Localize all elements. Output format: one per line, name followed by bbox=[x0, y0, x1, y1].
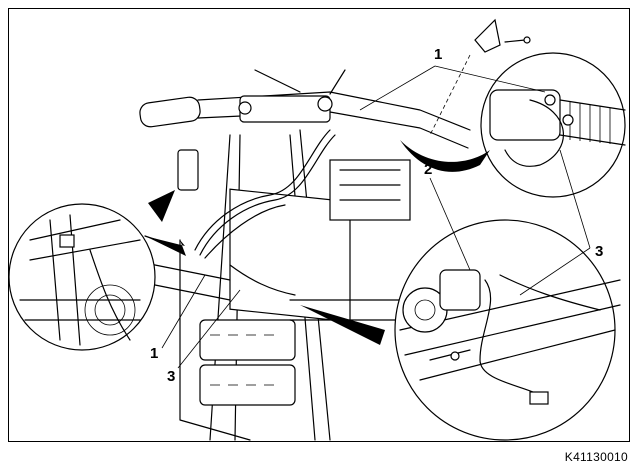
figure-id-code: K41130010 bbox=[564, 450, 628, 464]
scooter-front-frame bbox=[129, 129, 411, 441]
detail-circle-top-right bbox=[480, 52, 626, 198]
diagram-frame bbox=[8, 8, 630, 442]
detail-pointer-left bbox=[148, 190, 175, 222]
callout-1-top: 1 bbox=[434, 46, 443, 63]
detail-pointer-top bbox=[400, 140, 490, 172]
callout-1-bottom: 1 bbox=[150, 345, 159, 362]
bracket-part bbox=[429, 18, 531, 136]
callout-3-bottom: 3 bbox=[167, 368, 176, 385]
detail-circle-bottom-right bbox=[394, 219, 621, 441]
leader-lines bbox=[161, 65, 591, 369]
callout-3-right: 3 bbox=[595, 243, 604, 260]
detail-circle-left bbox=[8, 203, 156, 351]
pointer-arrow-shaft bbox=[144, 235, 181, 249]
handlebar-assembly bbox=[139, 69, 471, 149]
detail-pointer-bottom bbox=[300, 305, 385, 345]
cable-harness bbox=[194, 129, 336, 296]
callout-2: 2 bbox=[424, 161, 433, 178]
pointer-arrow bbox=[145, 236, 186, 256]
